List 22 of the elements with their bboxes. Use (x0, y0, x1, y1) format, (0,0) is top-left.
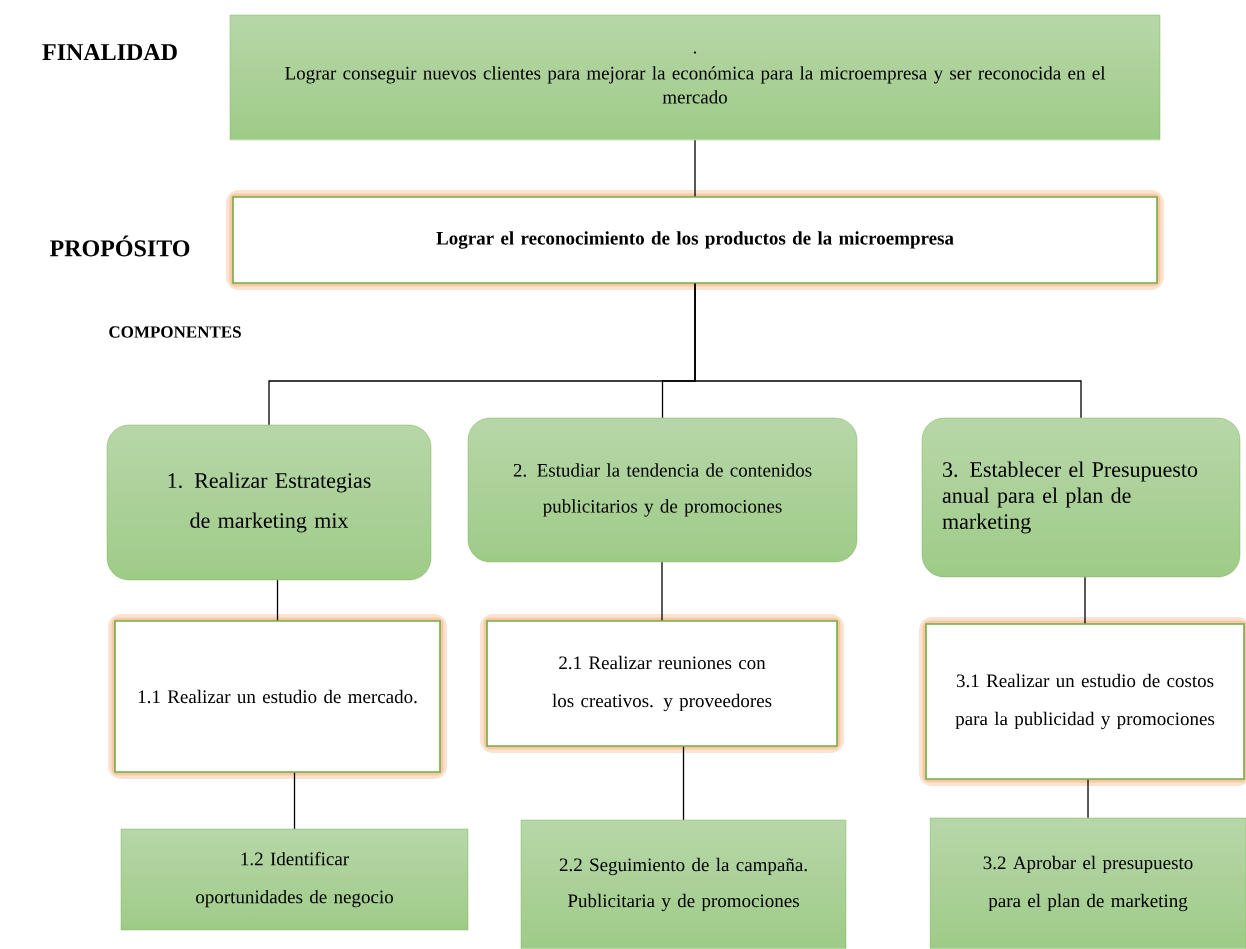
box: . Lograr conseguir nuevos clientes para mejorar la económica para la microempresa y ser reconocida en el mercado (229, 14, 1161, 141)
rounded-box: 1. Realizar Estrategias de marketing mix (106, 424, 432, 581)
level-heading: PROPÓSITO (49, 235, 190, 257)
connector-line (276, 579, 279, 621)
connector-line (1087, 779, 1089, 819)
box: 2.2 Seguimiento de la campaña. Publicitaria y de promociones (520, 819, 847, 949)
connector-line (661, 561, 663, 621)
box: 1.1 Realizar un estudio de mercado. (114, 620, 441, 773)
connector-line (694, 139, 696, 197)
box: Lograr el reconocimiento de los productos de la microempresa (232, 196, 1158, 284)
box: 3.1 Realizar un estudio de costos para la publicidad y promociones (925, 623, 1245, 780)
connector-line (1084, 576, 1086, 624)
level-heading: FINALIDAD (42, 44, 177, 60)
rounded-box: 2. Estudiar la tendencia de contenidos publicitarios y de promociones (467, 417, 858, 563)
rounded-box: 3. Establecer el Presupuesto anual para el plan de marketing (921, 417, 1241, 578)
box: 2.1 Realizar reuniones con los creativos. y proveedores (486, 620, 838, 747)
connector-line (682, 746, 685, 821)
level-heading: COMPONENTES (109, 326, 241, 338)
box: 3.2 Aprobar el presupuesto para el plan de marketing (929, 817, 1246, 949)
connector-line (694, 283, 1082, 419)
connector-line (293, 772, 296, 830)
box: 1.2 Identificar oportunidades de negocio (120, 828, 469, 931)
